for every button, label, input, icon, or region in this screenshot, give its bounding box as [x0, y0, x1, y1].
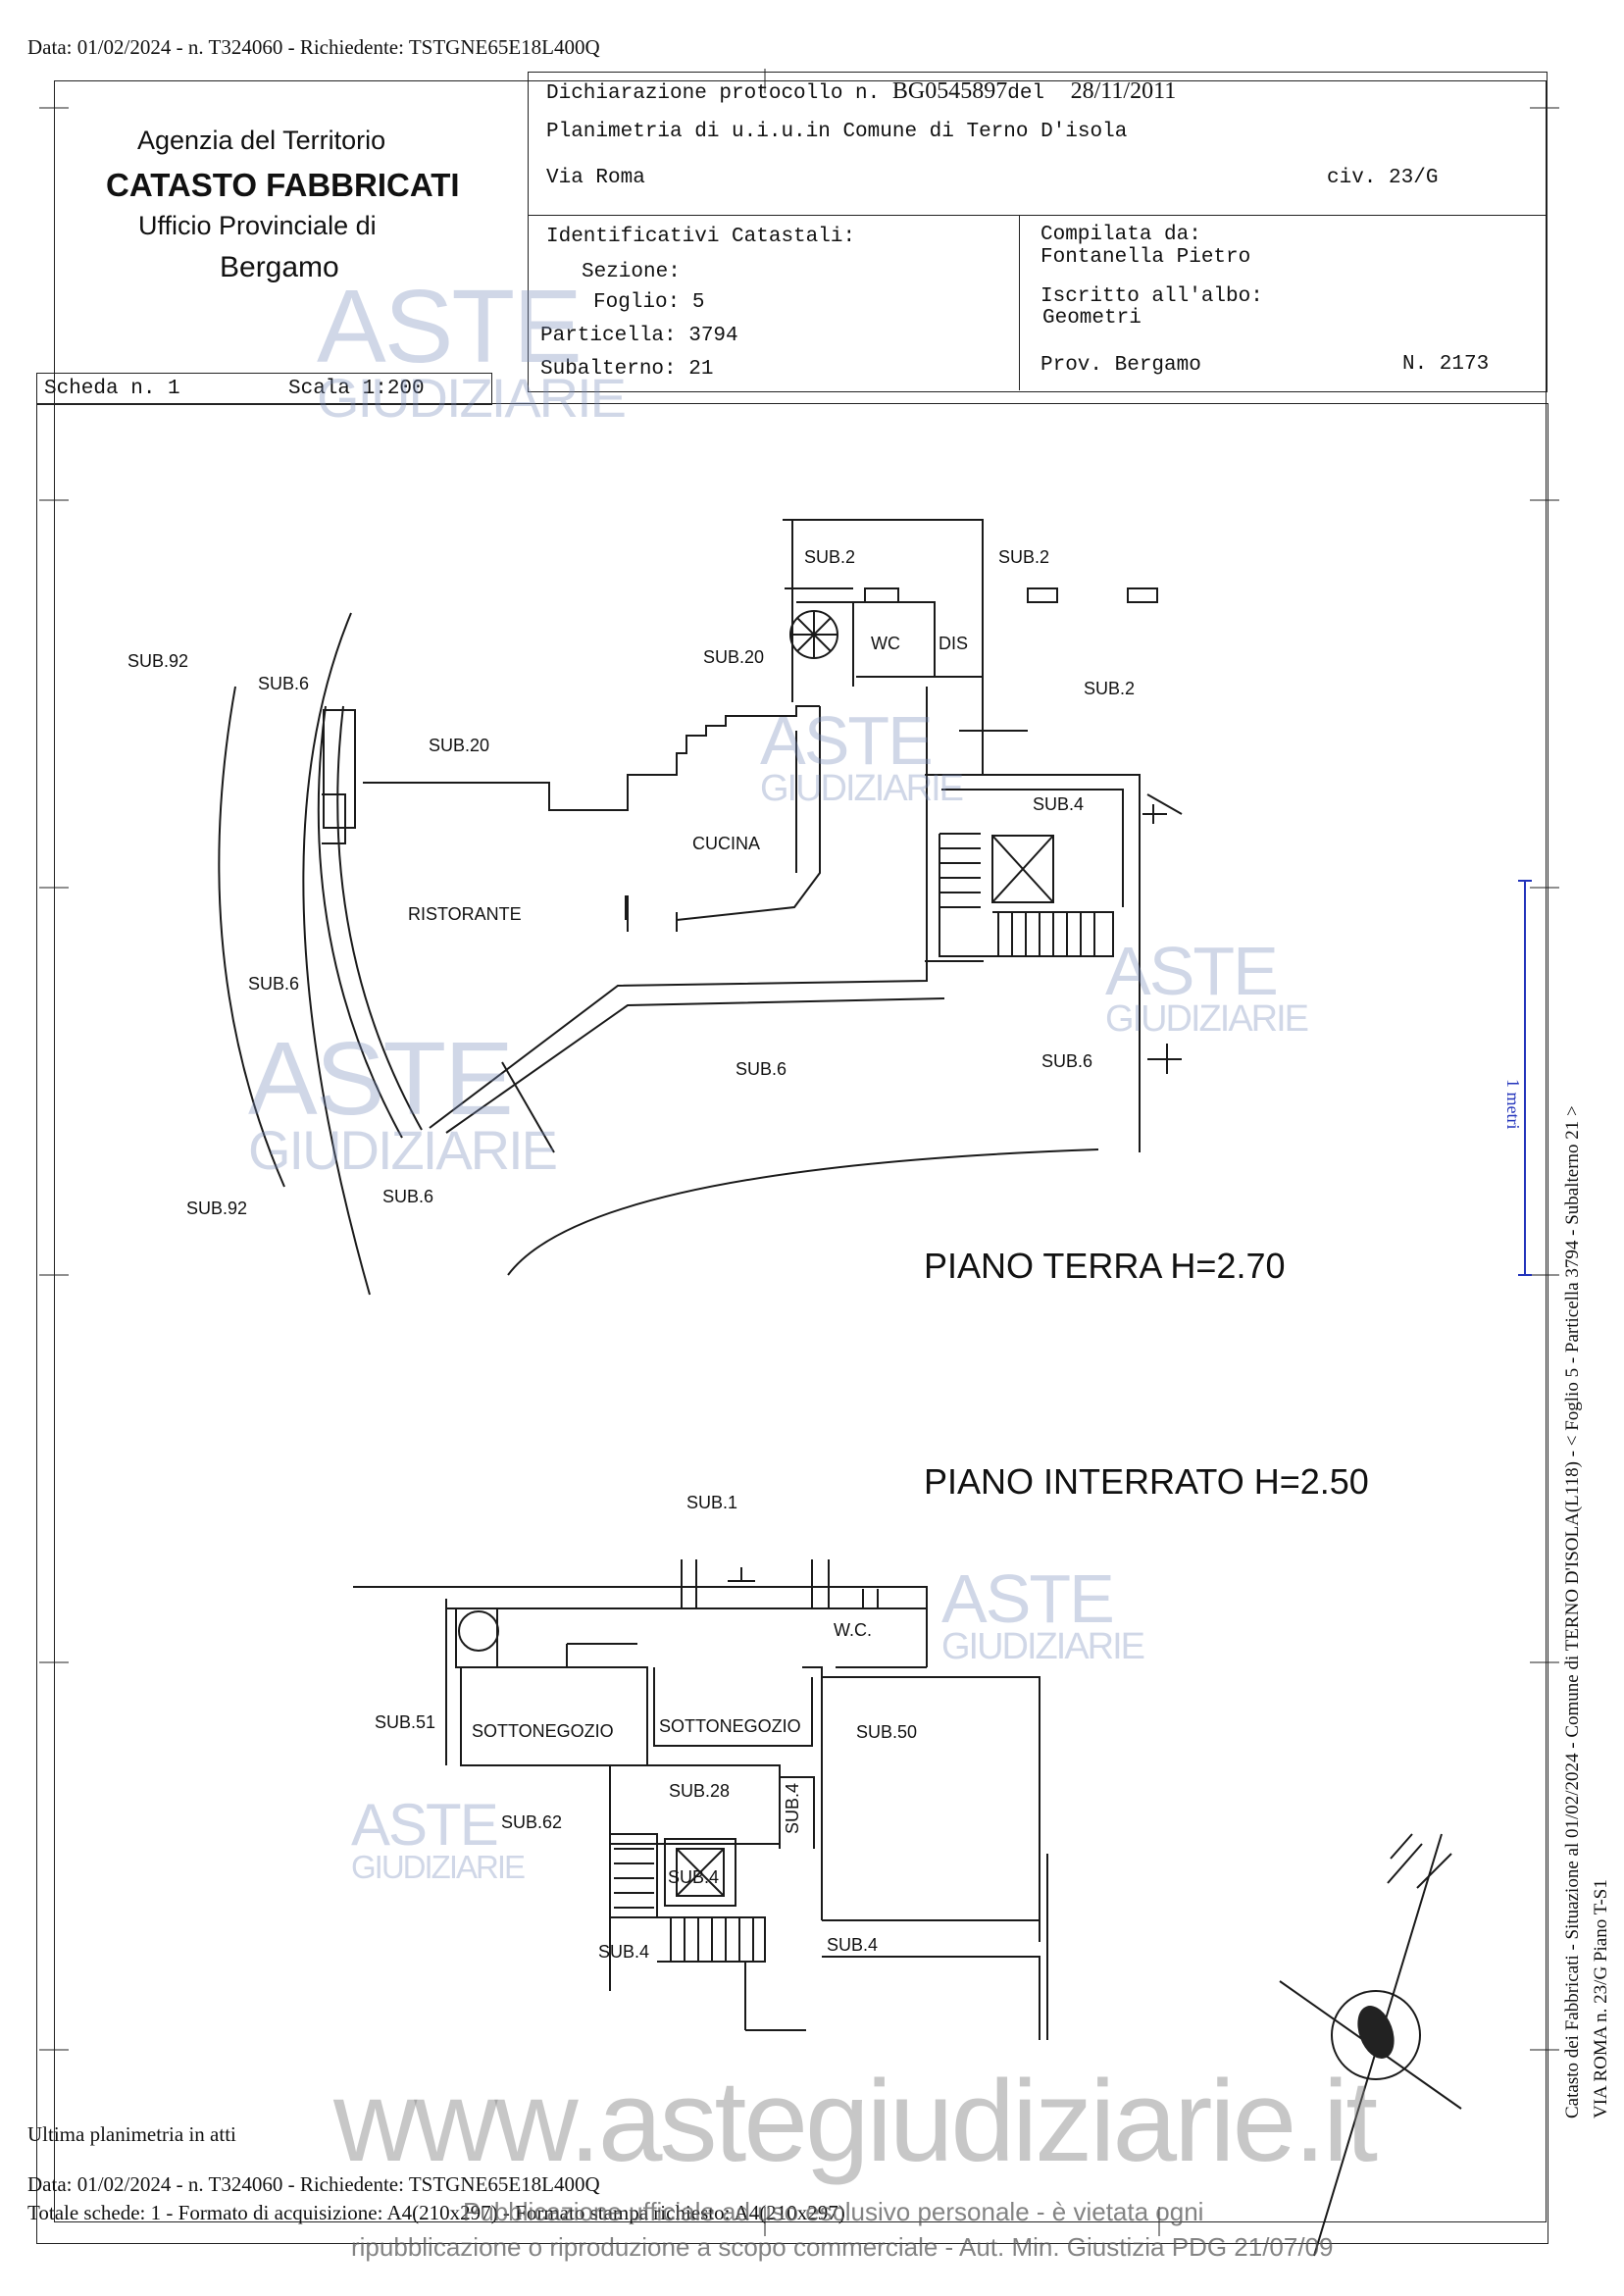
- civic-number: civ. 23/G: [1327, 167, 1439, 189]
- last-plan-note: Ultima planimetria in atti: [27, 2122, 236, 2146]
- top-meta: Data: 01/02/2024 - n. T324060 - Richiede…: [27, 35, 600, 59]
- street-text: Via Roma: [546, 167, 645, 189]
- ground-floor-title: PIANO TERRA H=2.70: [924, 1246, 1286, 1286]
- plan-label: SUB.6: [736, 1059, 787, 1079]
- publication-notice-1: Pubblicazione ufficiale ad uso esclusivo…: [463, 2197, 1204, 2226]
- plan-label: SUB.2: [998, 547, 1050, 567]
- compiler-name: Fontanella Pietro: [1040, 246, 1251, 269]
- agency-line4: Bergamo: [220, 251, 339, 283]
- plan-label: SUB.6: [248, 974, 300, 994]
- plan-label: SUB.1: [686, 1493, 738, 1512]
- declaration-divider: [528, 215, 1547, 216]
- publication-notice-2: ripubblicazione o riproduzione a scopo c…: [351, 2232, 1334, 2262]
- declaration-box: [528, 72, 1548, 392]
- compiler-prov: Prov. Bergamo: [1040, 354, 1201, 377]
- plan-label: SUB.6: [258, 674, 310, 693]
- plan-label: WC: [871, 634, 900, 653]
- plan-label: SUB.4: [598, 1942, 650, 1962]
- protocol-label: Dichiarazione protocollo n.: [546, 82, 881, 105]
- plan-label: SUB.4: [783, 1782, 802, 1834]
- identifiers-foglio: Foglio: 5: [593, 291, 705, 314]
- watermark-url: www.astegiudiziarie.it: [333, 2057, 1378, 2186]
- plan-label: SUB.2: [804, 547, 856, 567]
- plan-label: SOTTONEGOZIO: [659, 1716, 801, 1736]
- side-note-2: VIA ROMA n. 23/G Piano T-S1: [1591, 1879, 1611, 2118]
- identifiers-subalterno: Subalterno: 21: [540, 358, 714, 381]
- protocol-date: 28/11/2011: [1070, 78, 1177, 104]
- identifiers-title: Identificativi Catastali:: [546, 226, 856, 248]
- compiler-label: Compilata da:: [1040, 224, 1201, 246]
- agency-line1: Agenzia del Territorio: [137, 126, 386, 155]
- plan-label: SUB.4: [668, 1867, 720, 1887]
- basement-title: PIANO INTERRATO H=2.50: [924, 1461, 1369, 1502]
- plan-label: SUB.92: [186, 1199, 248, 1218]
- drawing-frame: [36, 403, 1548, 2244]
- planimetry-text: Planimetria di u.i.u.in Comune di Terno …: [546, 121, 1128, 143]
- sheet-frame: [54, 80, 1547, 2222]
- albo-value: Geometri: [1042, 307, 1142, 330]
- protocol-del: del: [1007, 82, 1045, 105]
- plan-label: W.C.: [834, 1620, 872, 1640]
- scheda-label: Scheda n. 1: [44, 378, 180, 400]
- identifiers-particella: Particella: 3794: [540, 325, 738, 347]
- protocol-number: BG0545897: [891, 78, 1008, 104]
- bottom-meta: Data: 01/02/2024 - n. T324060 - Richiede…: [27, 2172, 600, 2196]
- plan-label: SUB.4: [827, 1935, 879, 1955]
- plan-label: SUB.62: [501, 1812, 563, 1832]
- plan-label: SUB.51: [375, 1712, 436, 1732]
- plan-label: SUB.20: [429, 736, 490, 755]
- plan-label: SOTTONEGOZIO: [472, 1721, 614, 1741]
- plan-label: SUB.92: [127, 651, 189, 671]
- totals-note: Totale schede: 1 - Formato di acquisizio…: [27, 2201, 845, 2224]
- plan-label: RISTORANTE: [408, 904, 522, 924]
- side-note-1: Catasto dei Fabbricati - Situazione al 0…: [1562, 1105, 1583, 2118]
- identifiers-sezione: Sezione:: [582, 261, 681, 283]
- plan-label: SUB.20: [703, 647, 765, 667]
- plan-label: SUB.50: [856, 1722, 918, 1742]
- plan-label: SUB.2: [1084, 679, 1136, 698]
- plan-label: SUB.28: [669, 1781, 731, 1801]
- scheda-scale: Scala 1:200: [288, 378, 425, 400]
- plan-label: SUB.6: [1041, 1051, 1093, 1071]
- scheda-box: [36, 373, 492, 405]
- declaration-col-divider: [1019, 215, 1020, 390]
- agency-line3: Ufficio Provinciale di: [138, 211, 377, 240]
- compiler-number: N. 2173: [1402, 353, 1490, 376]
- protocol-line: Dichiarazione protocollo n. BG0545897del…: [546, 78, 1176, 105]
- plan-label: DIS: [939, 634, 969, 653]
- albo-label: Iscritto all'albo:: [1040, 285, 1263, 308]
- ruler-label: 1 metri: [1503, 1079, 1523, 1130]
- plan-label: SUB.6: [382, 1187, 434, 1206]
- plan-label: CUCINA: [692, 834, 761, 853]
- plan-label: SUB.4: [1033, 794, 1085, 814]
- agency-line2: CATASTO FABBRICATI: [106, 167, 460, 203]
